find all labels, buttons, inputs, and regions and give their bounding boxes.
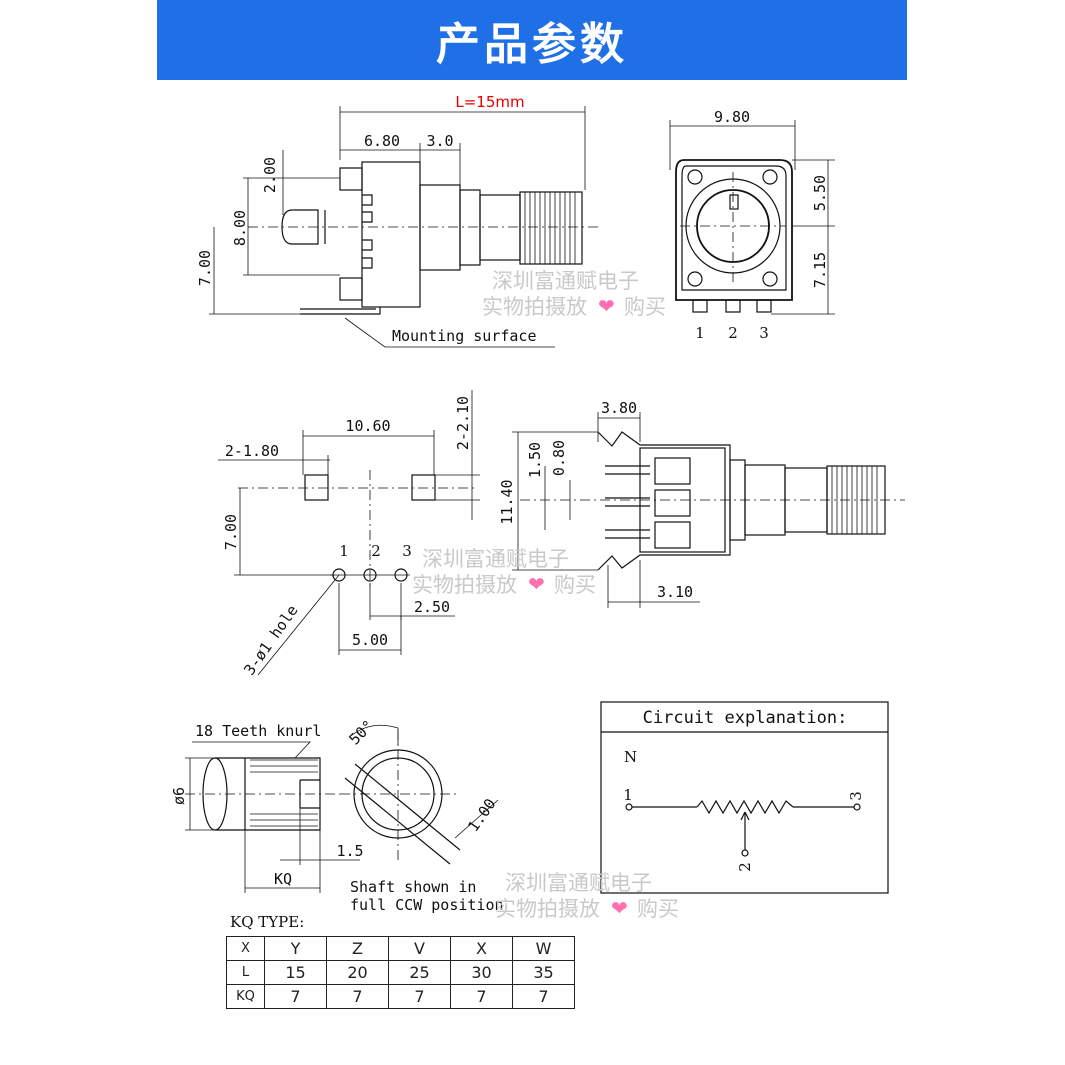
top-side-view: L=15mm 6.80 3.0	[196, 93, 600, 348]
dim-2-50: 2.50	[414, 598, 450, 616]
table-cell: 20	[326, 960, 389, 985]
dim-5-50: 5.50	[811, 175, 829, 211]
knurl-label: 18 Teeth knurl	[195, 722, 321, 740]
dim-1-5: 1.5	[336, 842, 363, 860]
table-row: L 15 20 25 30 35	[226, 960, 575, 985]
table-cell: Y	[264, 936, 327, 961]
table-cell: 7	[512, 984, 575, 1009]
dim-2-00: 2.00	[261, 157, 279, 193]
hole-label: 3-ø1 hole	[240, 602, 301, 679]
watermark-2-line2b: 购买	[554, 573, 596, 597]
title-banner: 产品参数	[157, 0, 907, 80]
dim-7-00: 7.00	[196, 250, 214, 286]
dim-1-50: 1.50	[526, 442, 544, 478]
fp-pin-2: 2	[371, 542, 381, 560]
watermark-3-line2b: 购买	[637, 897, 679, 921]
dim-2-1-80: 2-1.80	[225, 442, 279, 460]
circuit-pin-1: 1	[623, 786, 633, 804]
watermark-3: 深圳富通赋电子 实物拍摄放 ❤ 购买	[495, 871, 679, 921]
circuit-pin-3: 3	[847, 791, 865, 801]
table-row: KQ 7 7 7 7 7	[226, 984, 575, 1009]
fp-pin-3: 3	[402, 542, 412, 560]
table-cell: 7	[388, 984, 451, 1009]
shaft-note-1: Shaft shown in	[350, 878, 476, 896]
circuit-title: Circuit explanation:	[643, 708, 848, 728]
dim-0-80: 0.80	[550, 440, 568, 476]
table-row: X Y Z V X W	[226, 936, 575, 961]
dim-kq: KQ	[274, 870, 292, 888]
table-cell: V	[388, 936, 451, 961]
banner-title: 产品参数	[436, 19, 628, 70]
table-cell: 25	[388, 960, 451, 985]
table-cell: 15	[264, 960, 327, 985]
table-cell: 7	[264, 984, 327, 1009]
table-cell: L	[226, 960, 265, 985]
watermark-2: 深圳富通赋电子 实物拍摄放 ❤ 购买	[412, 547, 596, 597]
table-cell: X	[226, 936, 265, 961]
watermark-2-line1: 深圳富通赋电子	[422, 547, 569, 571]
dim-9-80: 9.80	[714, 108, 750, 126]
dim-10-60: 10.60	[345, 417, 390, 435]
dim-3-80: 3.80	[601, 399, 637, 417]
dim-7-15: 7.15	[811, 252, 829, 288]
shaft-view: 18 Teeth knurl ø6 1.5 KQ 50°	[170, 717, 504, 914]
circuit-pin-2: 2	[736, 862, 754, 872]
kq-type-table: X Y Z V X W L 15 20 25 30 35 KQ 7 7 7 7 …	[226, 936, 575, 1009]
length-label: L=15mm	[455, 93, 524, 111]
dim-11-40: 11.40	[498, 479, 516, 524]
watermark-1-line2b: 购买	[624, 295, 666, 319]
table-cell: 7	[450, 984, 513, 1009]
table-cell: X	[450, 936, 513, 961]
watermark-3-line1: 深圳富通赋电子	[505, 871, 652, 895]
dim-7-00-footprint: 7.00	[222, 514, 240, 550]
pin-2-label: 2	[728, 324, 738, 342]
dim-2-2-10: 2-2.10	[454, 396, 472, 450]
shaft-note-2: full CCW position	[350, 896, 504, 914]
dim-8-00: 8.00	[231, 210, 249, 246]
footprint-view: 10.60 2-1.80 2-2.10 7.00 1 2 3 2.50 5.00…	[218, 390, 480, 679]
heart-icon: ❤	[598, 294, 615, 318]
pin-1-label: 1	[695, 324, 705, 342]
heart-icon: ❤	[611, 896, 628, 920]
table-cell: 7	[326, 984, 389, 1009]
table-cell: Z	[326, 936, 389, 961]
dim-3-0: 3.0	[426, 132, 453, 150]
table-cell: W	[512, 936, 575, 961]
table-cell: KQ	[226, 984, 265, 1009]
mounting-surface-label: Mounting surface	[392, 327, 537, 345]
watermark-3-line2a: 实物拍摄放	[495, 897, 600, 921]
heart-icon: ❤	[528, 572, 545, 596]
watermark-1: 深圳富通赋电子 实物拍摄放 ❤ 购买	[482, 269, 666, 319]
angle-label: 50°	[346, 717, 378, 749]
table-cell: 30	[450, 960, 513, 985]
dim-6-80: 6.80	[364, 132, 400, 150]
dim-3-10: 3.10	[657, 583, 693, 601]
watermark-2-line2a: 实物拍摄放	[412, 573, 517, 597]
kq-type-label: KQ TYPE:	[230, 913, 304, 931]
dim-5-00: 5.00	[352, 631, 388, 649]
circuit-explanation: Circuit explanation: N 1 2 3	[600, 701, 889, 894]
top-front-view: 9.80 1 2 3 5.50 7.15	[669, 108, 835, 342]
circuit-type-label: N	[624, 748, 637, 766]
diameter-label: ø6	[170, 787, 188, 805]
pin-3-label: 3	[759, 324, 769, 342]
pin-side-view: 3.80 1.50 0.80 11.40 3.10	[498, 399, 905, 608]
flat-label: 1.00	[464, 795, 499, 835]
fp-pin-1: 1	[339, 542, 349, 560]
watermark-1-line2a: 实物拍摄放	[482, 295, 587, 319]
table-cell: 35	[512, 960, 575, 985]
watermark-1-line1: 深圳富通赋电子	[492, 269, 639, 293]
